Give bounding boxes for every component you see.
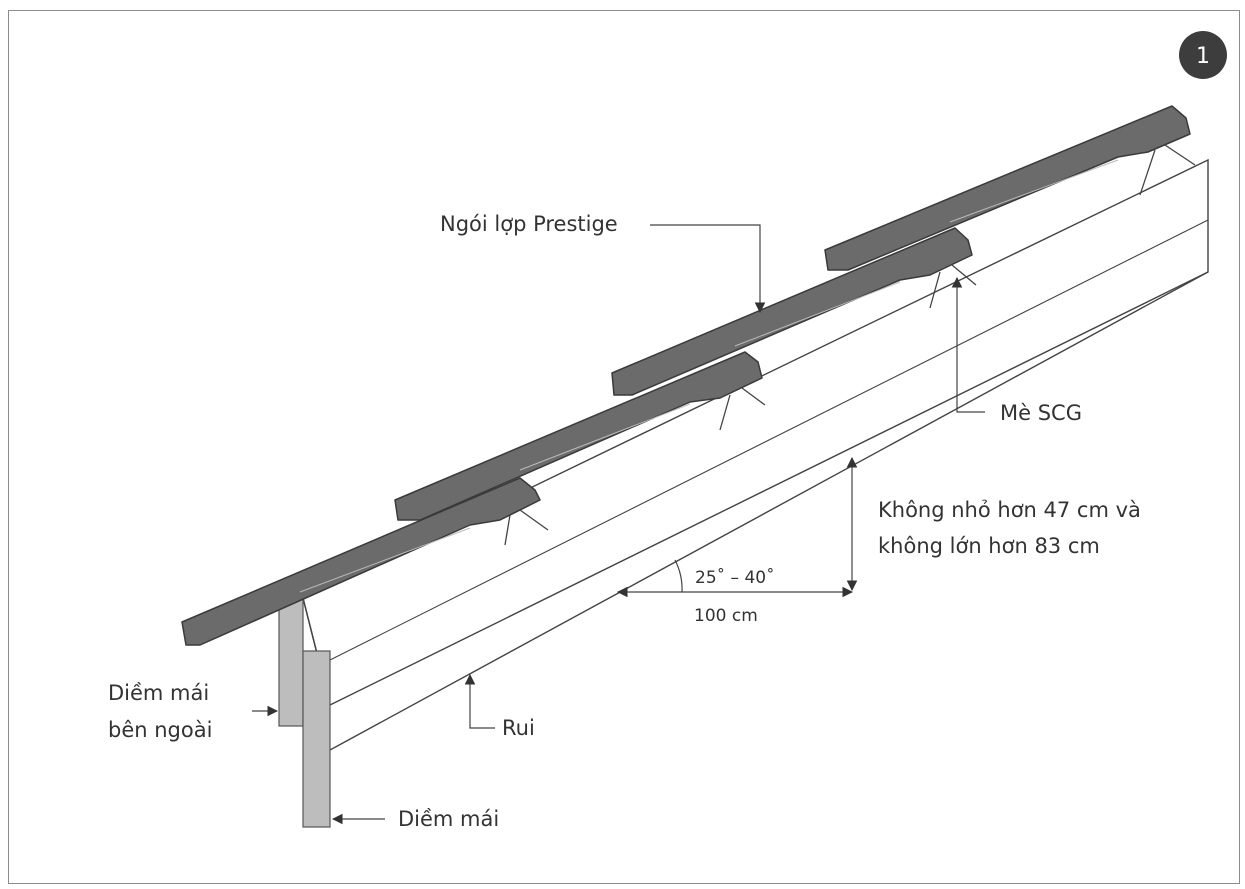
run-label: 100 cm (694, 606, 758, 626)
spacing-dimension: Không nhỏ hơn 47 cm và không lớn hơn 83 … (846, 456, 1141, 592)
fascia-label: Diềm mái (398, 807, 499, 831)
batten-label: Mè SCG (1000, 401, 1082, 425)
fascia-leader: Diềm mái (331, 807, 499, 831)
run-dimension: 100 cm (616, 586, 854, 626)
fascia-board (302, 650, 331, 828)
outer-fascia-leader: Diềm mái bên ngoài (108, 681, 279, 742)
outer-fascia-label-line1: Diềm mái (108, 681, 209, 705)
spacing-label-line1: Không nhỏ hơn 47 cm và (878, 498, 1141, 522)
angle-label: 25˚ – 40˚ (695, 567, 775, 588)
outer-fascia-board (278, 595, 304, 727)
batten-clips (504, 144, 1196, 546)
tile-2 (394, 351, 763, 521)
outer-fascia-label-line2: bên ngoài (108, 718, 212, 742)
tile-1 (181, 477, 541, 646)
pitch-angle: 25˚ – 40˚ (674, 559, 775, 593)
roof-tiles (181, 105, 1191, 646)
step-badge: 1 (1179, 31, 1227, 79)
svg-text:1: 1 (1196, 44, 1210, 69)
rafter-leader: Rui (464, 673, 535, 740)
tile-3 (611, 227, 973, 396)
rafter-label: Rui (502, 716, 535, 740)
tile-4 (824, 105, 1191, 271)
rafter-beam (302, 158, 1209, 751)
tile-label: Ngói lợp Prestige (440, 212, 618, 236)
spacing-label-line2: không lớn hơn 83 cm (878, 534, 1100, 558)
tile-leader: Ngói lợp Prestige (440, 212, 766, 314)
batten-leader: Mè SCG (951, 276, 1082, 425)
diagram-frame (8, 10, 1240, 884)
